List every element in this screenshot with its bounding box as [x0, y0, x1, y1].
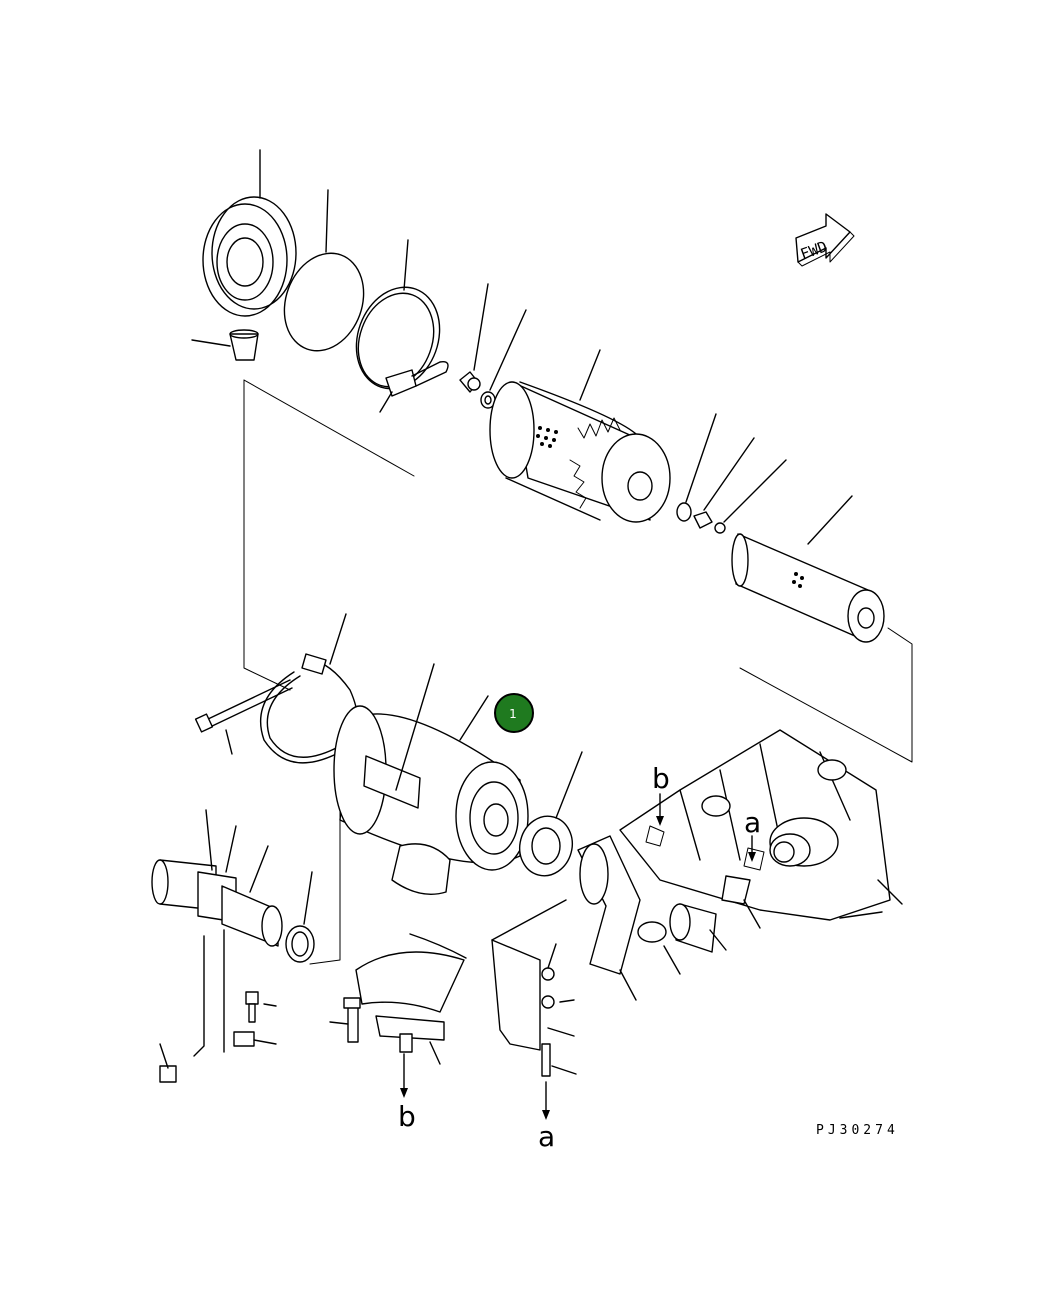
- stud-bolt: [541, 1043, 577, 1077]
- o-ring: [283, 189, 365, 352]
- assembly-leader-lines: [243, 379, 913, 965]
- dust-valve: [191, 329, 259, 361]
- engine-ref-a: a: [744, 806, 761, 862]
- hose-clamp: [637, 921, 681, 975]
- air-cleaner-body: [333, 663, 529, 895]
- clamp-bolt: [194, 679, 293, 755]
- callout-marker-1[interactable]: 1: [494, 693, 534, 733]
- dust-cover: [202, 149, 297, 317]
- hex-bolt-lower: [159, 1043, 177, 1083]
- engine-block: [619, 729, 903, 929]
- inner-filter-element: [731, 495, 885, 643]
- ref-arrow-b: b: [398, 1053, 416, 1133]
- fwd-arrow-icon: FWD: [795, 213, 855, 267]
- engine-ref-b: b: [652, 762, 670, 826]
- clamp-band-upper: [355, 239, 449, 413]
- ref-label-a: a: [538, 1120, 555, 1153]
- mounting-bracket: [491, 899, 575, 1051]
- washer-upper: [480, 309, 527, 409]
- intake-elbow: [577, 835, 641, 1001]
- drawing-code: PJ30274: [816, 1123, 899, 1138]
- tube-clamp: [285, 871, 315, 963]
- nut-element: [693, 437, 755, 529]
- washer-element: [714, 459, 787, 534]
- rubber-hose: [669, 903, 727, 953]
- saddle-bolt: [329, 997, 361, 1043]
- engine-ref-label-b: b: [652, 762, 670, 795]
- perforation-pattern: [536, 426, 558, 448]
- tube-support: [193, 929, 225, 1057]
- outer-filter-element: [489, 349, 671, 523]
- ref-arrow-a: a: [538, 1081, 555, 1153]
- gasket: [519, 751, 583, 877]
- snap-ring: [676, 413, 717, 522]
- precleaner-tube: [151, 809, 283, 947]
- ref-label-b: b: [398, 1100, 416, 1133]
- clip: [233, 1031, 277, 1047]
- engine-ref-label-a: a: [744, 806, 761, 839]
- saddle-bracket: [355, 933, 467, 1065]
- wing-nut: [459, 283, 489, 393]
- callout-number: 1: [509, 707, 517, 721]
- hex-bolt-upper: [245, 991, 277, 1023]
